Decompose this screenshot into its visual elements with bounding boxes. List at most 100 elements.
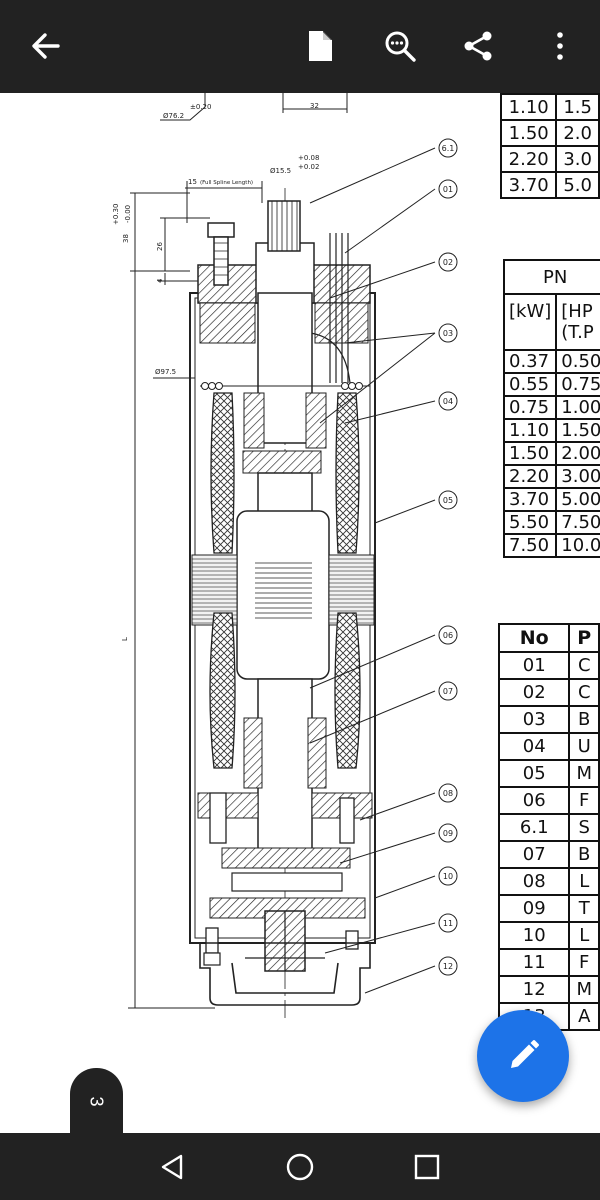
page-number-label: 3 [86, 1095, 107, 1107]
unit-hp: [HP(T.P [555, 293, 600, 351]
svg-text:02: 02 [443, 258, 453, 267]
dim-side-plus: +0.30 [112, 204, 120, 225]
system-navigation-bar [0, 1133, 600, 1200]
dim-tol-plus2: +0.02 [298, 163, 319, 171]
pn-header: PN [502, 259, 600, 295]
callout-6-1: 6.1 [438, 138, 458, 158]
zoom-button[interactable] [380, 26, 420, 66]
callout-02: 02 [438, 252, 458, 272]
arrow-left-icon [32, 33, 60, 59]
callout-11: 11 [438, 913, 458, 933]
header-no: No [497, 623, 571, 653]
callout-12: 12 [438, 956, 458, 976]
svg-text:11: 11 [443, 919, 453, 928]
unit-kw: [kW] [502, 293, 558, 351]
dim-tol-top: ±0.20 [190, 103, 211, 111]
svg-text:10: 10 [443, 872, 453, 881]
svg-text:08: 08 [443, 789, 453, 798]
edit-fab-button[interactable] [477, 1010, 569, 1102]
share-icon [464, 31, 492, 61]
dim-side-38: 38 [122, 234, 130, 243]
callout-03: 03 [438, 323, 458, 343]
top-app-bar [0, 0, 600, 93]
pencil-edit-icon [511, 1040, 539, 1068]
callout-01: 01 [438, 179, 458, 199]
dim-dia-top: Ø76.2 [163, 112, 184, 120]
dim-26: 26 [156, 242, 164, 251]
callout-05: 05 [438, 490, 458, 510]
document-page[interactable]: ±0.20 Ø76.2 32 15 (Full Spline Length) Ø… [0, 93, 600, 1133]
dim-32: 32 [310, 102, 319, 110]
callout-09: 09 [438, 823, 458, 843]
dim-spline-note: (Full Spline Length) [200, 180, 253, 186]
dim-length-l: L [121, 637, 129, 641]
document-button[interactable] [300, 26, 340, 66]
svg-text:07: 07 [443, 687, 453, 696]
svg-text:12: 12 [443, 962, 453, 971]
zoom-search-icon [385, 31, 416, 62]
svg-text:09: 09 [443, 829, 453, 838]
dim-shaft-dia: Ø15.5 [270, 167, 291, 175]
share-button[interactable] [458, 26, 498, 66]
svg-text:03: 03 [443, 329, 453, 338]
nav-back-triangle-icon [161, 1154, 183, 1180]
nav-home-circle-icon [286, 1153, 314, 1181]
dim-4: 4 [156, 278, 164, 283]
svg-text:05: 05 [443, 496, 453, 505]
more-options-button[interactable] [540, 26, 580, 66]
page-number-badge[interactable]: 3 [70, 1068, 123, 1134]
nav-recents-square-icon [414, 1154, 440, 1180]
back-button[interactable] [26, 26, 66, 66]
dim-body-dia: Ø97.5 [155, 368, 176, 376]
dim-side-minus: -0.00 [124, 205, 132, 223]
nav-recents-button[interactable] [407, 1147, 447, 1187]
document-icon [309, 31, 332, 61]
callout-04: 04 [438, 391, 458, 411]
callout-10: 10 [438, 866, 458, 886]
nav-back-button[interactable] [152, 1147, 192, 1187]
svg-text:06: 06 [443, 631, 453, 640]
svg-text:01: 01 [443, 185, 453, 194]
table-header-row: PN [502, 259, 600, 295]
callout-07: 07 [438, 681, 458, 701]
callout-06: 06 [438, 625, 458, 645]
nav-home-button[interactable] [280, 1147, 320, 1187]
header-part: P [568, 623, 600, 653]
callout-08: 08 [438, 783, 458, 803]
dim-spline-length: 15 [188, 178, 197, 186]
table-units-row: [kW] [HP(T.P [502, 293, 600, 351]
dim-tol-plus: +0.08 [298, 154, 319, 162]
svg-text:04: 04 [443, 397, 453, 406]
motor-cross-section-drawing: ±0.20 Ø76.2 32 15 (Full Spline Length) Ø… [112, 93, 458, 1018]
more-vertical-icon [557, 32, 563, 60]
